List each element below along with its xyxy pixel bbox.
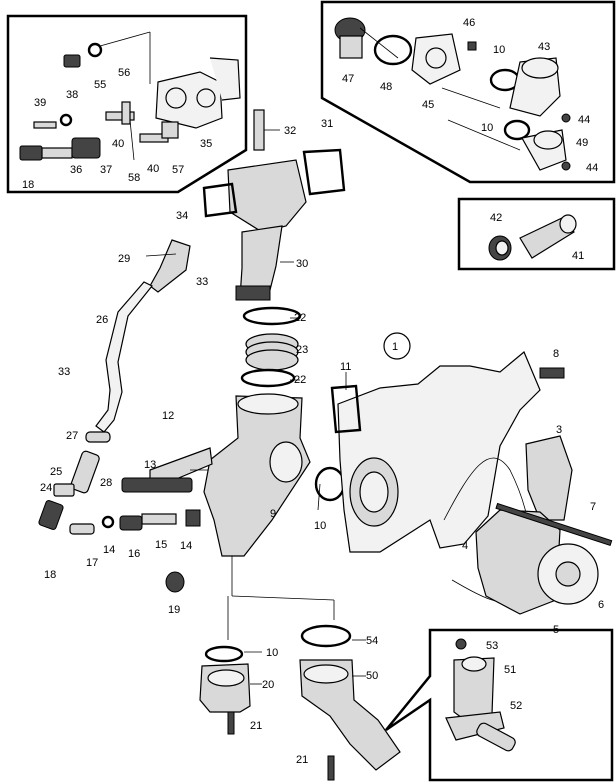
callout-39: 39 — [34, 97, 46, 109]
callout-32: 32 — [284, 125, 296, 137]
callout-9: 9 — [270, 508, 276, 520]
callout-30: 30 — [296, 258, 308, 270]
callout-10-b: 10 — [481, 122, 493, 134]
callout-51: 51 — [504, 664, 516, 676]
callout-10-c: 10 — [314, 520, 326, 532]
callout-47: 47 — [342, 73, 354, 85]
lower-small-parts — [69, 509, 201, 593]
callout-27: 27 — [66, 430, 78, 442]
callout-21-a: 21 — [250, 720, 262, 732]
callout-14-b: 14 — [180, 540, 192, 552]
callout-44-b: 44 — [586, 162, 598, 174]
callout-25: 25 — [50, 466, 62, 478]
reference-circle-1 — [383, 332, 411, 360]
callout-13: 13 — [144, 459, 156, 471]
valve-inset — [445, 638, 516, 752]
callout-34: 34 — [176, 210, 188, 222]
water-pump — [475, 502, 613, 615]
callout-15: 15 — [155, 539, 167, 551]
leader-lines — [99, 27, 521, 685]
callout-1: 1 — [392, 341, 398, 353]
callout-29: 29 — [118, 253, 130, 265]
inset-frame-thermostat-housing — [6, 14, 248, 194]
callout-10-d: 10 — [266, 647, 278, 659]
callout-10-a: 10 — [493, 44, 505, 56]
timing-cover — [330, 351, 573, 604]
callout-58: 58 — [128, 172, 140, 184]
nipple-inset — [488, 214, 577, 261]
callout-21-b: 21 — [296, 754, 308, 766]
callout-52: 52 — [510, 700, 522, 712]
callout-46: 46 — [463, 17, 475, 29]
callout-53: 53 — [486, 640, 498, 652]
lower-outlet-parts — [199, 624, 401, 781]
inset-frame-nipple — [457, 197, 616, 271]
callout-22-b: 22 — [294, 374, 306, 386]
callout-14-a: 14 — [103, 544, 115, 556]
callout-18-b: 18 — [44, 569, 56, 581]
callout-12: 12 — [162, 410, 174, 422]
callout-38: 38 — [66, 89, 78, 101]
callout-7: 7 — [590, 501, 596, 513]
callout-42: 42 — [490, 212, 502, 224]
callout-23: 23 — [296, 344, 308, 356]
callout-6: 6 — [598, 599, 604, 611]
sensor-parts-inset — [19, 42, 179, 161]
callout-18-a: 18 — [22, 179, 34, 191]
callout-20: 20 — [262, 679, 274, 691]
callout-36: 36 — [70, 164, 82, 176]
callout-40-b: 40 — [147, 163, 159, 175]
callout-54: 54 — [366, 635, 378, 647]
seals-stack — [240, 306, 302, 388]
callout-4: 4 — [462, 540, 468, 552]
callout-11: 11 — [340, 361, 351, 373]
pipe-assembly — [38, 239, 191, 530]
inset-frame-outlet-housing — [320, 0, 616, 184]
callout-5: 5 — [553, 624, 559, 636]
callout-17: 17 — [86, 557, 98, 569]
callout-48: 48 — [380, 81, 392, 93]
outlet-parts-inset — [334, 17, 571, 171]
callout-35: 35 — [200, 138, 212, 150]
callout-28: 28 — [100, 477, 112, 489]
callout-50: 50 — [366, 670, 378, 682]
callout-40-a: 40 — [112, 138, 124, 150]
callout-33-a: 33 — [196, 276, 208, 288]
callout-3: 3 — [556, 424, 562, 436]
callout-31: 31 — [321, 118, 333, 130]
thermostat-housing-main — [202, 109, 346, 301]
callout-16: 16 — [128, 548, 140, 560]
callout-8: 8 — [553, 348, 559, 360]
callout-55: 55 — [94, 79, 106, 91]
callout-41: 41 — [572, 250, 584, 262]
callout-24: 24 — [40, 482, 52, 494]
callout-43: 43 — [538, 41, 550, 53]
water-pump-housing — [121, 393, 346, 557]
callout-33-b: 33 — [58, 366, 70, 378]
callout-44-a: 44 — [578, 114, 590, 126]
callout-19: 19 — [168, 604, 180, 616]
callout-57: 57 — [172, 164, 184, 176]
callout-49: 49 — [576, 137, 588, 149]
callout-26: 26 — [96, 314, 108, 326]
callout-56: 56 — [118, 67, 130, 79]
callout-45: 45 — [422, 99, 434, 111]
callout-22-a: 22 — [294, 312, 306, 324]
inset-frame-valve — [385, 628, 614, 782]
callout-labels: 1 3 4 5 6 7 8 9 10 10 10 10 11 12 13 14 … — [22, 17, 604, 766]
thermostat-housing-inset — [155, 57, 241, 129]
callout-37: 37 — [100, 164, 112, 176]
